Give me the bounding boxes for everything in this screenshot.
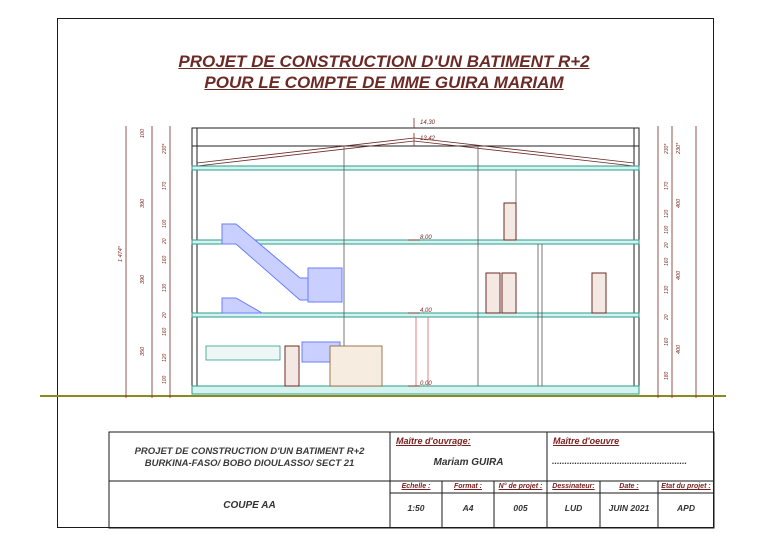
dim-label: 170 (162, 181, 168, 190)
dim-label: 130 (664, 285, 670, 294)
dim-label: 230* (676, 142, 682, 155)
window (205, 345, 281, 361)
dim-label: 400 (676, 270, 682, 280)
level-label: 13,42 (420, 136, 436, 142)
dim-label: 230* (664, 143, 670, 155)
dim-label: 130 (162, 283, 168, 292)
ground-slab (191, 385, 640, 395)
dim-label: 160 (664, 337, 670, 346)
doors (284, 202, 607, 387)
dim-label: 20 (162, 238, 168, 245)
dim-label: 20 (664, 242, 670, 249)
dim-label: 230* (162, 143, 168, 155)
left-dimension-chains (125, 126, 171, 398)
title-block-grid (108, 431, 715, 529)
roof-truss (196, 137, 635, 167)
maitre-oeuvre-value: ........................................… (552, 456, 688, 466)
project-status-label: Etat du projet : (661, 483, 711, 490)
date-label: Date : (619, 483, 639, 490)
level-label: 0,00 (420, 381, 432, 387)
dim-label: 390 (140, 198, 146, 208)
dim-label: 20 (162, 312, 168, 319)
dim-label: 160 (162, 255, 168, 264)
ceiling-slab (191, 165, 640, 171)
dim-label: 160 (162, 327, 168, 336)
level-label: 4,00 (420, 308, 432, 314)
staircase (221, 223, 343, 363)
drafter-label: Dessinateur: (552, 483, 595, 490)
level-markers (408, 118, 420, 387)
dim-label: 400 (676, 198, 682, 208)
dim-label: 100 (664, 225, 670, 234)
project-number-label: N° de projet : (498, 483, 543, 490)
dim-label: 350 (140, 346, 146, 356)
maitre-oeuvre-label: Maître d'oeuvre (553, 436, 620, 446)
maitre-ouvrage-label: Maître d'ouvrage: (396, 436, 471, 446)
drafter-value: LUD (564, 503, 583, 513)
slab-level-1 (191, 312, 640, 318)
dim-label: 120 (664, 209, 670, 218)
scale-label: Echelle : (401, 483, 431, 490)
project-status-value: APD (677, 503, 695, 513)
dim-label: 180 (664, 371, 670, 380)
dim-label: 100 (162, 375, 168, 384)
dim-label: 120 (162, 353, 168, 362)
dim-label: 160 (664, 257, 670, 266)
total-height-label: 1 474* (118, 245, 124, 262)
project-number-value: 005 (513, 503, 528, 513)
level-label: 14,30 (420, 120, 436, 126)
format-value: A4 (462, 503, 474, 513)
dim-label: 20 (664, 314, 670, 321)
scale-value: 1:50 (407, 503, 425, 513)
right-dimension-chains (657, 126, 697, 398)
level-label: 8,00 (420, 235, 432, 241)
format-label: Format : (454, 483, 482, 490)
project-location-line: BURKINA-FASO/ BOBO DIOULASSO/ SECT 21 (144, 458, 355, 469)
cabinet (329, 345, 383, 387)
dim-label: 390 (140, 274, 146, 284)
drawing-title-line-2: POUR LE COMPTE DE MME GUIRA MARIAM (204, 73, 564, 92)
dim-label: 100 (162, 219, 168, 228)
date-value: JUIN 2021 (608, 503, 650, 513)
dim-label: 400 (676, 344, 682, 354)
project-title-line-1: PROJET DE CONSTRUCTION D'UN BATIMENT R+2 (134, 446, 365, 457)
drawing-title-line-1: PROJET DE CONSTRUCTION D'UN BATIMENT R+2 (178, 52, 590, 71)
dim-label: 100 (140, 128, 146, 138)
dim-label: 170 (664, 181, 670, 190)
sheet-name: COUPE AA (223, 500, 276, 511)
maitre-ouvrage-value: Mariam GUIRA (433, 457, 504, 468)
